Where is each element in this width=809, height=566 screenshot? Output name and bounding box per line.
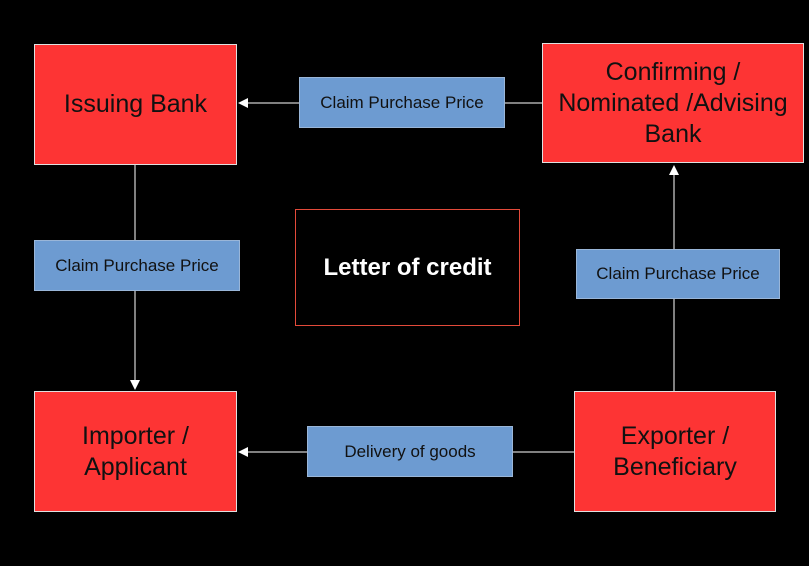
edge-label-claim-top: Claim Purchase Price [299, 77, 505, 128]
exporter-node: Exporter / Beneficiary [574, 391, 776, 512]
edge-label-claim-right: Claim Purchase Price [576, 249, 780, 299]
letter-of-credit-title: Letter of credit [295, 209, 520, 326]
importer-node: Importer / Applicant [34, 391, 237, 512]
edge-label-claim-left: Claim Purchase Price [34, 240, 240, 291]
issuing-bank-node: Issuing Bank [34, 44, 237, 165]
confirming-bank-node: Confirming / Nominated /Advising Bank [542, 43, 804, 163]
edge-label-delivery-of-goods: Delivery of goods [307, 426, 513, 477]
